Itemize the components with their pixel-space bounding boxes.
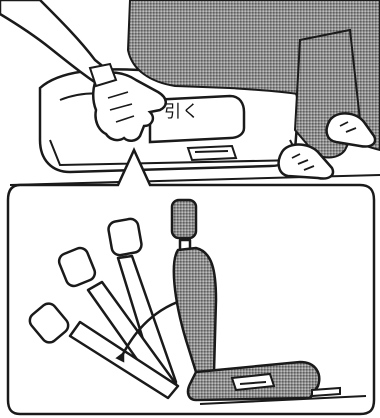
detail-callout — [8, 150, 374, 414]
top-scene — [0, 0, 380, 185]
pull-instruction-label: 引く — [164, 104, 200, 121]
seat-slide-bracket — [188, 146, 236, 160]
